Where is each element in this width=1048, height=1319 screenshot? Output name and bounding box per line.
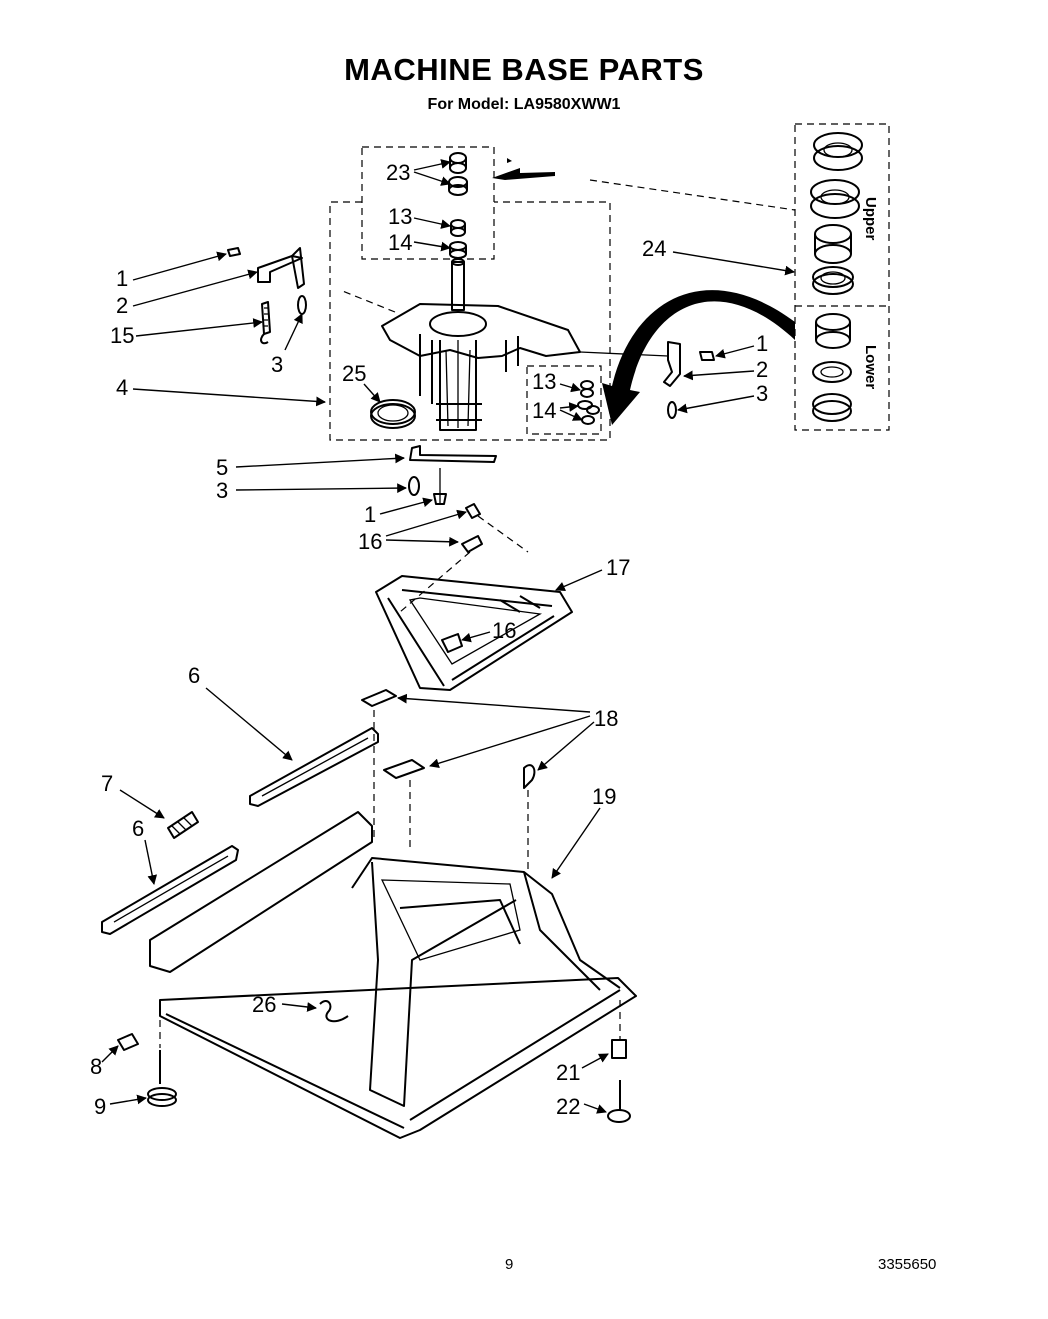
lower-bearing-set [812,313,852,422]
callout-19: 19 [592,784,616,809]
lower-label: Lower [862,345,879,389]
model-subtitle: For Model: LA9580XWW1 [427,96,621,113]
suspension-frame-17 [375,575,573,691]
callout-14-right: 14 [532,398,556,423]
leader-lines [101,159,795,1114]
document-number: 3355650 [878,1256,937,1273]
leveling-leg-9 [117,1020,177,1107]
callout-24: 24 [642,236,666,261]
rail-6-lower [101,845,239,935]
callout-26: 26 [252,992,276,1017]
leveling-leg-22 [607,1000,631,1123]
page-title: MACHINE BASE PARTS [344,52,704,87]
spring-7 [167,811,199,839]
callout-2-right: 2 [756,357,768,382]
callout-8: 8 [90,1054,102,1079]
pads-18 [361,689,536,870]
callout-9: 9 [94,1094,106,1119]
callout-21: 21 [556,1060,580,1085]
bracket-left [227,247,307,345]
bracket-5 [408,445,497,505]
callout-16-frame: 16 [492,618,516,643]
callout-3-mid: 3 [216,478,228,503]
callout-22: 22 [556,1094,580,1119]
callout-3-right: 3 [756,381,768,406]
callout-15: 15 [110,323,134,348]
callout-1-right: 1 [756,331,768,356]
seal-ring-25 [370,399,416,429]
upper-bearing-set [810,132,863,295]
small-bushing-box [526,365,602,435]
callout-2-left: 2 [116,293,128,318]
callout-1-left: 1 [116,266,128,291]
small-bushings-right [577,380,600,425]
callout-23: 23 [386,160,410,185]
big-curved-arrow [602,290,795,425]
callout-18: 18 [594,706,618,731]
callout-14-top: 14 [388,230,412,255]
clip-26 [319,1000,349,1023]
callout-6-top: 6 [188,663,200,688]
callout-5: 5 [216,455,228,480]
callout-13-top: 13 [388,204,412,229]
callout-16-top: 16 [358,529,382,554]
bearing-inset-box [794,123,890,431]
callout-25: 25 [342,361,366,386]
bushing-14 [449,241,467,259]
page-number: 9 [505,1256,514,1273]
bushing-kit-box [361,146,495,260]
callout-1-mid: 1 [364,502,376,527]
pointer-arrow [492,168,555,180]
callout-7: 7 [101,771,113,796]
bushing-13 [450,219,466,237]
callout-3-left: 3 [271,352,283,377]
bracket-right [579,341,715,419]
callout-17: 17 [606,555,630,580]
bushing-23 [448,152,468,196]
callout-6-lower: 6 [132,816,144,841]
transmission-assembly [339,258,581,431]
base-frame-19 [149,811,637,1139]
callout-13-right: 13 [532,369,556,394]
callout-4: 4 [116,375,128,400]
rail-6-top [249,727,379,807]
upper-label: Upper [862,197,879,241]
transmission-group-box [329,201,611,441]
